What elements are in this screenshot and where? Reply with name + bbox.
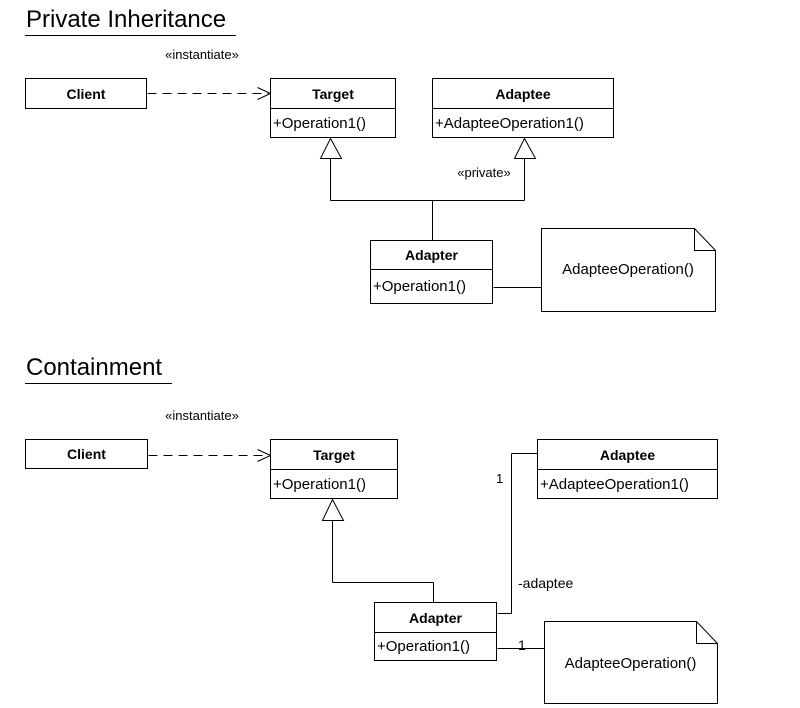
section-title-containment: Containment — [25, 354, 173, 384]
note-fold-icon — [696, 621, 718, 644]
class-adaptee-name: Adaptee — [433, 79, 613, 109]
section-title-private-inheritance: Private Inheritance — [25, 6, 237, 36]
generalization-triangle-icon — [513, 137, 537, 159]
class-client: Client — [25, 439, 148, 469]
class-target-operation: +Operation1() — [273, 475, 366, 493]
association-role-label: -adaptee — [518, 575, 574, 591]
class-adaptee: Adaptee +AdapteeOperation1() — [537, 439, 718, 499]
class-adapter: Adapter +Operation1() — [374, 602, 497, 661]
class-adapter-operation: +Operation1() — [377, 638, 470, 655]
uml-note-shape — [541, 228, 716, 312]
note-text: AdapteeOperation() — [564, 654, 697, 672]
class-adapter-name: Adapter — [371, 241, 492, 270]
multiplicity-label: 1 — [496, 471, 504, 486]
class-adapter-name: Adapter — [375, 603, 496, 633]
class-client-name: Client — [67, 446, 106, 462]
class-target-operation: +Operation1() — [273, 114, 366, 132]
note-fold-icon — [694, 228, 716, 251]
class-adaptee-operation: +AdapteeOperation1() — [540, 475, 689, 493]
class-adaptee: Adaptee +AdapteeOperation1() — [432, 78, 614, 138]
class-adapter: Adapter +Operation1() — [370, 240, 493, 304]
generalization-triangle-icon — [321, 498, 345, 521]
generalization-triangle-icon — [319, 137, 343, 159]
class-target-name: Target — [271, 440, 397, 470]
class-target-name: Target — [271, 79, 395, 109]
class-client: Client — [25, 78, 147, 109]
note-text: AdapteeOperation() — [562, 261, 694, 278]
class-adapter-operation: +Operation1() — [373, 278, 466, 295]
class-target: Target +Operation1() — [270, 78, 396, 138]
multiplicity-label: 1 — [518, 637, 526, 653]
uml-note-shape — [544, 621, 718, 704]
class-target: Target +Operation1() — [270, 439, 398, 499]
class-adaptee-operation: +AdapteeOperation1() — [435, 114, 584, 132]
class-adaptee-name: Adaptee — [538, 440, 717, 470]
stereotype-instantiate-label: «instantiate» — [165, 408, 239, 423]
stereotype-instantiate-label: «instantiate» — [165, 47, 239, 62]
class-client-name: Client — [66, 85, 106, 102]
stereotype-private-label: «private» — [457, 165, 511, 180]
